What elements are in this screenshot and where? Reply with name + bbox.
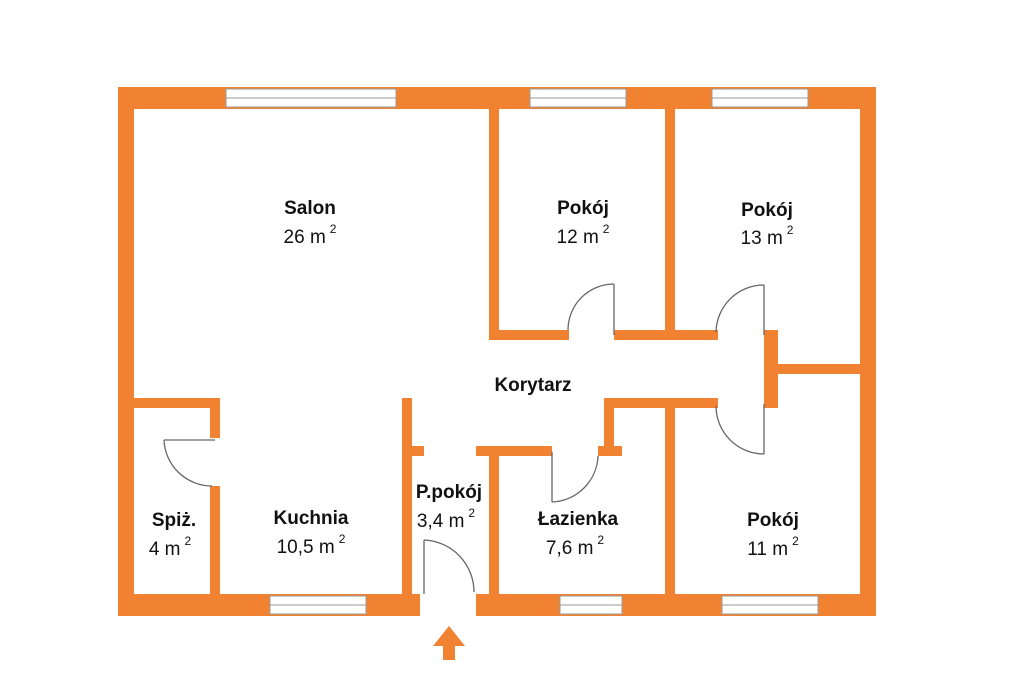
wall-ppokoj-top-stub bbox=[402, 446, 424, 456]
room-korytarz: Korytarz bbox=[494, 375, 571, 396]
window-pokoj2-top bbox=[711, 88, 809, 108]
outer-wall-left bbox=[118, 87, 134, 616]
door-lazienka bbox=[551, 452, 599, 503]
door-pokoj3 bbox=[715, 404, 765, 455]
wall-spiz-top bbox=[134, 398, 220, 408]
wall-lazienka-pokoj3 bbox=[665, 398, 675, 594]
wall-pokoj2-pokoj3 bbox=[764, 364, 860, 374]
window-salon-top bbox=[225, 88, 397, 108]
window-lazienka-bottom bbox=[559, 595, 623, 615]
window-pokoj1-top bbox=[529, 88, 627, 108]
wall-corridor-step-top bbox=[604, 398, 718, 408]
room-name: Łazienka bbox=[538, 509, 619, 530]
wall-pokoj1-bottom-left bbox=[489, 330, 569, 340]
room-name: Pokój bbox=[741, 200, 793, 221]
door-pokoj2 bbox=[715, 284, 765, 335]
door-spiz bbox=[163, 439, 215, 487]
entrance-opening bbox=[420, 593, 476, 617]
window-pokoj3-bottom bbox=[721, 595, 819, 615]
window-kuchnia-bottom bbox=[269, 595, 367, 615]
wall-lazienka-top-left bbox=[476, 446, 552, 456]
windows bbox=[225, 88, 819, 615]
wall-pokoj1-pokoj2 bbox=[665, 109, 675, 340]
doors bbox=[163, 283, 765, 594]
room-name: P.pokój bbox=[416, 482, 482, 503]
wall-kuchnia-ppokoj bbox=[402, 398, 412, 594]
door-pokoj1 bbox=[567, 283, 615, 335]
wall-pokoj1-bottom-right bbox=[614, 330, 718, 340]
walls bbox=[118, 87, 876, 616]
wall-ppokoj-lazienka bbox=[489, 446, 499, 594]
room-name: Kuchnia bbox=[274, 508, 349, 529]
wall-spiz-kuchnia-lower bbox=[210, 486, 220, 594]
wall-corridor-step-vertical bbox=[604, 398, 614, 456]
room-name: Korytarz bbox=[494, 375, 571, 396]
room-name: Spiż. bbox=[152, 510, 196, 531]
outer-wall-right bbox=[860, 87, 876, 616]
up-arrow-icon bbox=[433, 626, 465, 660]
door-entrance bbox=[423, 539, 475, 594]
wall-pokoj3-top-right bbox=[764, 398, 778, 408]
wall-salon-pokoj1 bbox=[489, 109, 499, 340]
wall-spiz-kuchnia-upper bbox=[210, 398, 220, 438]
room-name: Pokój bbox=[557, 198, 609, 219]
room-name: Salon bbox=[284, 198, 336, 219]
room-name: Pokój bbox=[747, 510, 799, 531]
